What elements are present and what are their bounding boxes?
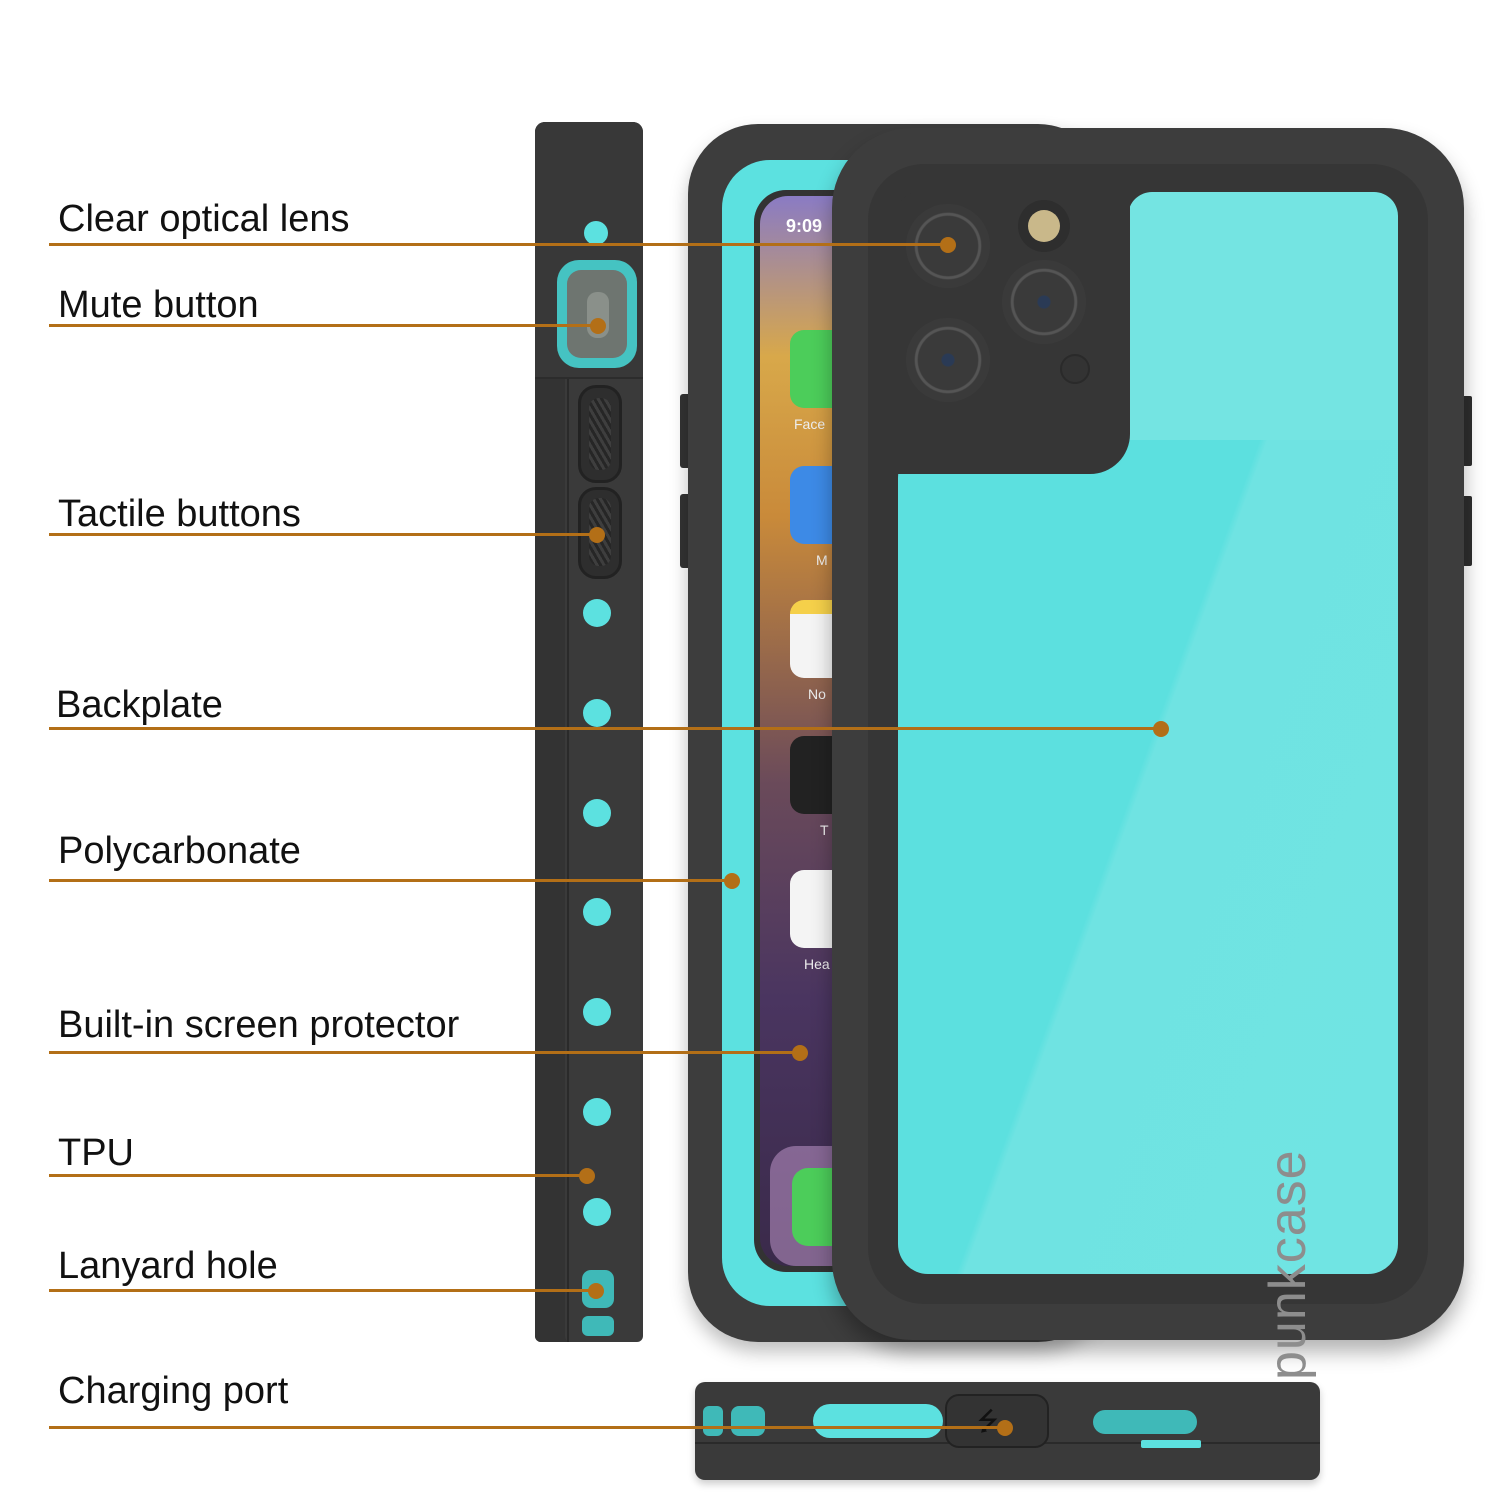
usb-icon: ⭍: [977, 1406, 999, 1436]
leader-dot: [590, 318, 606, 334]
app-label: No: [808, 686, 826, 702]
side-rail-dot: [583, 998, 611, 1026]
tactile-button-upper: [578, 385, 622, 483]
leader-line: [49, 1051, 800, 1054]
callout-label: Clear optical lens: [58, 198, 350, 240]
side-rail-dot: [584, 221, 608, 245]
leader-dot: [792, 1045, 808, 1061]
backplate-upper: [1128, 192, 1398, 474]
backplate: punkcase: [898, 440, 1398, 1380]
microphone-hole: [1060, 354, 1090, 384]
app-label: Hea: [804, 956, 830, 972]
back-side-buttons: [1462, 396, 1472, 466]
leader-line: [49, 727, 1161, 730]
callout-label: Charging port: [58, 1370, 289, 1412]
callout-label: Backplate: [56, 684, 223, 726]
back-case-frame: punkcase: [832, 128, 1464, 1380]
app-label: T: [820, 822, 829, 838]
mute-button-switch: [557, 260, 637, 368]
charging-port-cover: [945, 1394, 1049, 1448]
camera-flash: [1018, 200, 1070, 252]
leader-line: [49, 1426, 1005, 1429]
back-side-buttons: [1462, 496, 1472, 566]
leader-dot: [589, 527, 605, 543]
leader-line: [49, 533, 597, 536]
callout-label: Polycarbonate: [58, 830, 301, 872]
app-label: Face: [794, 416, 826, 432]
punkcase-logo: punkcase: [1259, 1149, 1317, 1380]
leader-dot: [997, 1420, 1013, 1436]
callout-label: Tactile buttons: [58, 493, 301, 535]
side-rail-dot: [583, 898, 611, 926]
leader-line: [49, 1174, 587, 1177]
leader-line: [49, 324, 598, 327]
side-rail-dot: [583, 699, 611, 727]
bottom-view-case: ⭍: [695, 1382, 1320, 1480]
callout-label: Mute button: [58, 284, 259, 326]
bottom-lanyard: [731, 1406, 765, 1436]
bottom-teal-tab: [1141, 1440, 1201, 1448]
callout-label: Lanyard hole: [58, 1245, 278, 1287]
leader-line: [49, 1289, 596, 1292]
back-case-inner-rim: punkcase: [868, 164, 1428, 1380]
side-view-seam: [567, 122, 569, 1342]
leader-dot: [940, 237, 956, 253]
speaker-grille-left: [813, 1404, 943, 1438]
app-label: M: [816, 552, 828, 568]
side-rail-dot: [583, 599, 611, 627]
side-rail-dot: [583, 799, 611, 827]
leader-dot: [1153, 721, 1169, 737]
lanyard-hole-lower: [582, 1316, 614, 1336]
screen-time: 9:09: [786, 216, 823, 236]
leader-dot: [579, 1168, 595, 1184]
leader-line: [49, 879, 732, 882]
leader-dot: [724, 873, 740, 889]
bottom-lanyard: [703, 1406, 723, 1436]
leader-dot: [588, 1283, 604, 1299]
camera-lens-wide: [906, 318, 990, 402]
callout-label: Built-in screen protector: [58, 1004, 460, 1046]
leader-line: [49, 243, 948, 246]
camera-lens-tele: [1002, 260, 1086, 344]
side-rail-dot: [583, 1198, 611, 1226]
side-rail-dot: [583, 1098, 611, 1126]
callout-label: TPU: [58, 1132, 134, 1174]
speaker-grille-right: [1093, 1410, 1197, 1434]
